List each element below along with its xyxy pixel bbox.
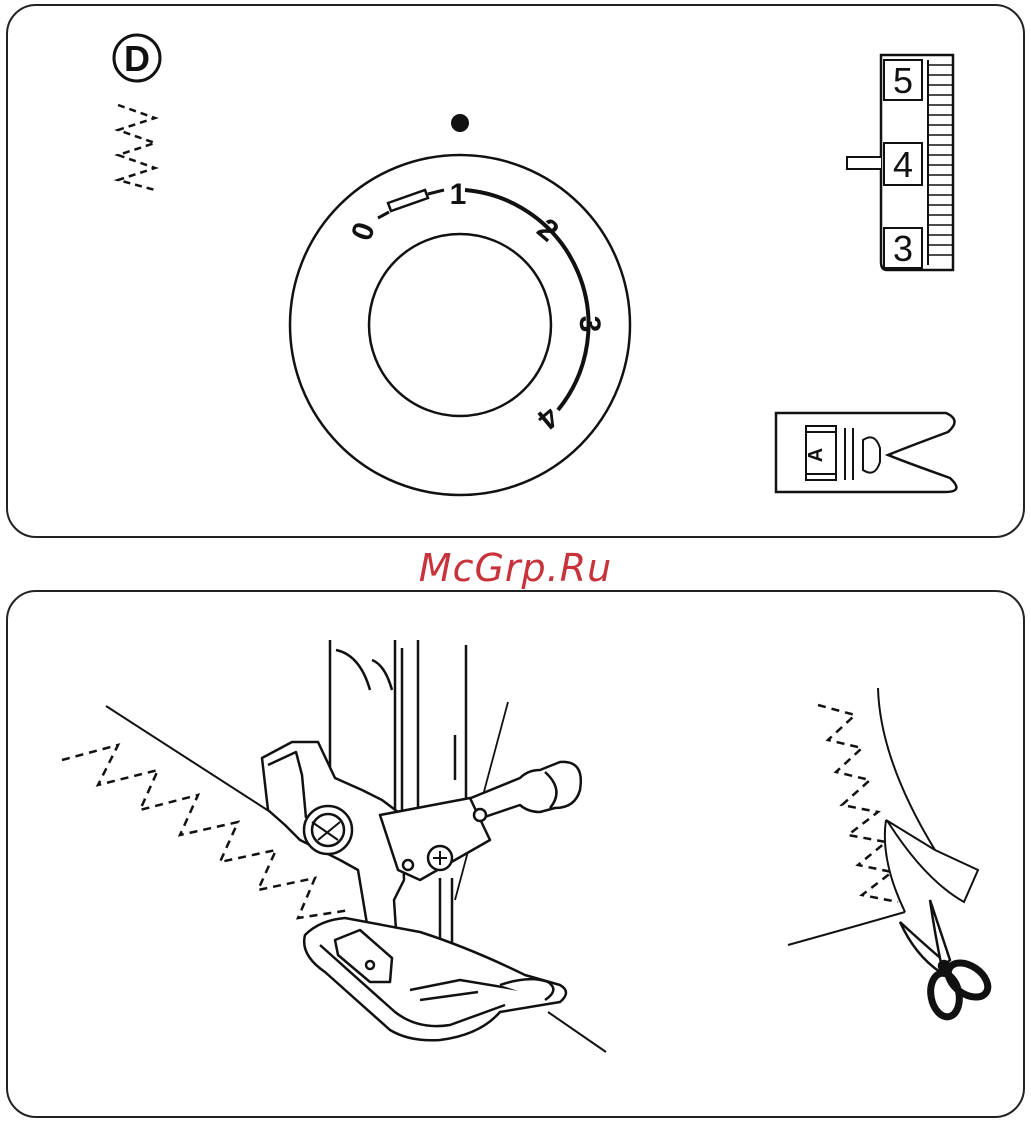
scale-label-3: 3 xyxy=(893,228,913,269)
indicator-dot xyxy=(451,114,469,132)
presser-foot-letter: A xyxy=(805,448,827,462)
presser-foot-a-icon: A xyxy=(776,413,956,492)
fabric-edge-line xyxy=(106,706,275,815)
dial-knob xyxy=(369,234,551,416)
scissors-icon xyxy=(900,900,994,1019)
trimmed-fabric-illustration xyxy=(788,688,978,945)
pattern-badge-letter: D xyxy=(124,38,150,79)
dial-label-3: 3 xyxy=(573,316,606,333)
zigzag-stitch-icon xyxy=(118,105,155,190)
scale-label-4: 4 xyxy=(893,144,913,185)
dial-label-1: 1 xyxy=(450,178,467,211)
stitch-width-dial: 0 1 2 3 4 xyxy=(290,155,630,495)
seam-guide-line xyxy=(548,1012,606,1052)
pattern-badge: D xyxy=(114,35,160,81)
stitch-length-scale: 5 4 3 xyxy=(847,55,953,270)
presser-foot-assembly xyxy=(262,640,581,1040)
scale-label-5: 5 xyxy=(893,60,913,101)
scale-pointer xyxy=(847,157,881,169)
